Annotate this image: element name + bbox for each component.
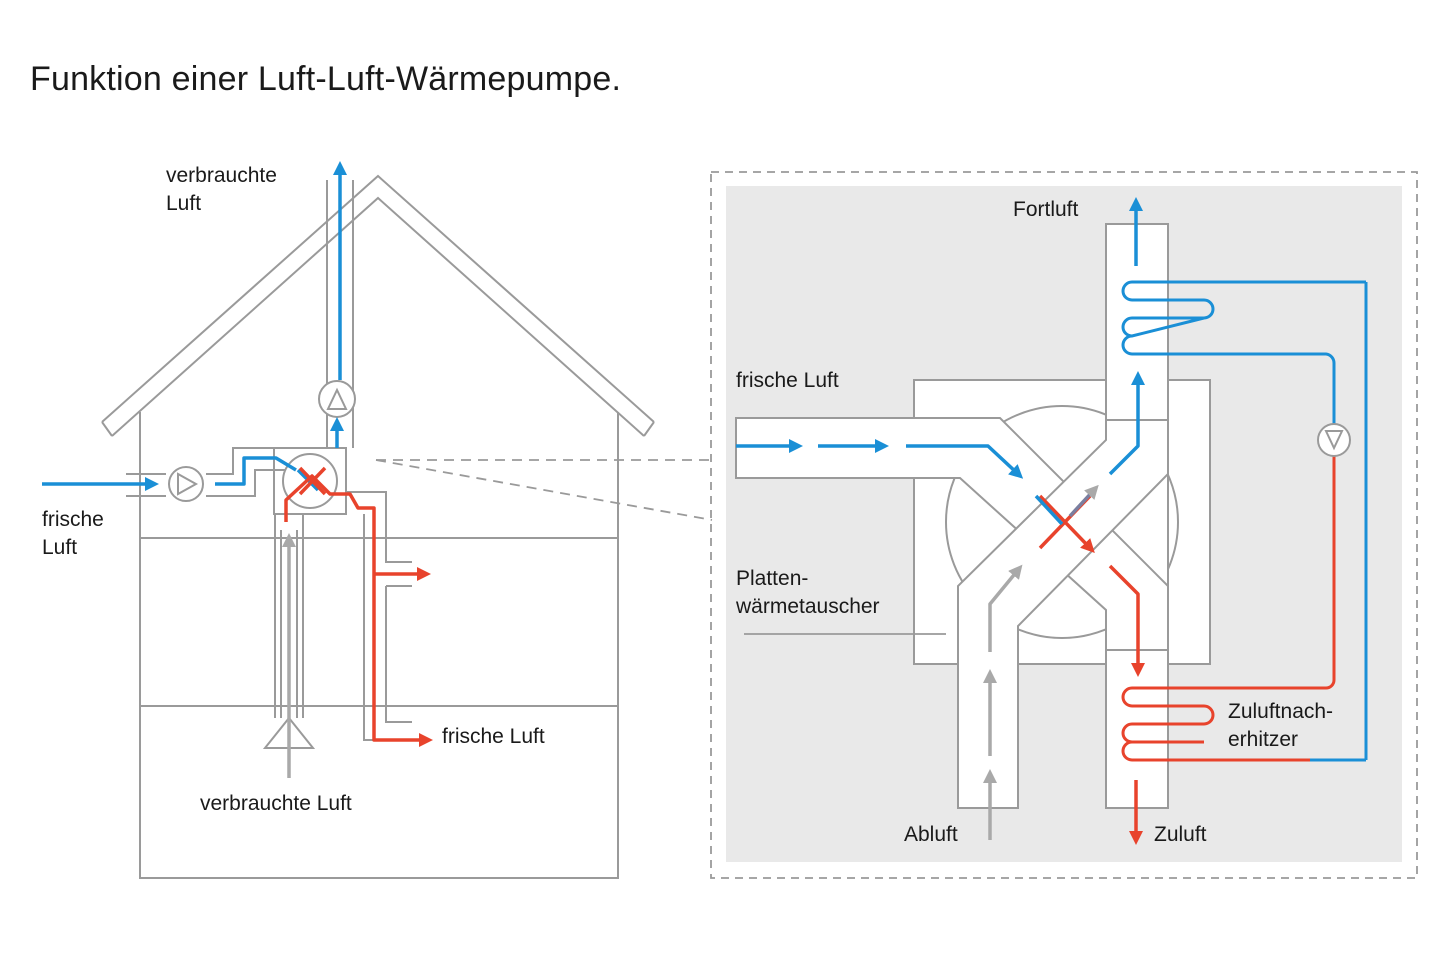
house-exhaust-fan [318,380,356,418]
house [101,174,655,879]
label-stale-air-out-1: verbrauchte [166,164,277,187]
label-zuluft: Zuluft [1154,823,1207,846]
supply-duct [346,491,412,741]
fresh-air-cold-path [215,456,297,486]
warm-supply-path [284,474,433,747]
detail-frame [710,171,1418,879]
exhaust-coil [1121,280,1368,760]
label-fresh-air-supply: frische Luft [442,725,545,748]
detail-ducts [735,223,1211,809]
reheater-coil [1121,456,1336,762]
extract-duct [957,419,1169,809]
label-exchanger-2: wärmetauscher [735,595,880,618]
label-fresh-air-in-1: frische [42,508,104,531]
house-flows [42,161,433,778]
label-detail-fresh-air: frische Luft [736,369,839,392]
house-walls [139,412,619,879]
detail-pump [1317,423,1351,457]
cross-line-2 [298,466,327,496]
label-stale-air-extract: verbrauchte Luft [200,792,352,815]
label-reheater-1: Zuluftnach- [1228,700,1333,723]
detail-flows [736,197,1145,845]
zoom-connectors [375,459,713,521]
label-fortluft: Fortluft [1013,198,1079,221]
fresh-air-inlet-duct [126,447,286,497]
house-heat-exchanger-box [273,447,347,515]
label-fresh-air-in-2: Luft [42,536,77,559]
label-exchanger-1: Platten- [736,567,808,590]
stale-air-riser-duct [262,514,316,749]
fresh-air-duct [735,417,1169,651]
label-abluft: Abluft [904,823,958,846]
label-stale-air-out-2: Luft [166,192,201,215]
roof [101,174,655,437]
page-title: Funktion einer Luft-Luft-Wärmepumpe. [30,60,622,98]
label-reheater-2: erhitzer [1228,728,1298,751]
